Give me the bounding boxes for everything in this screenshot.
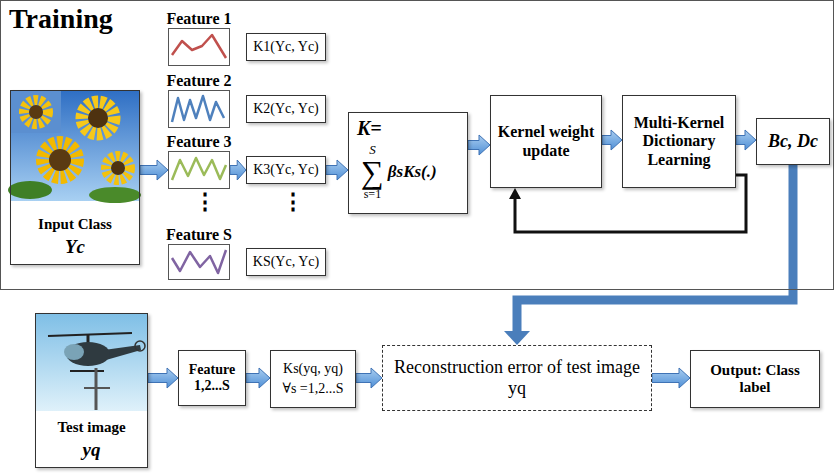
flow-arrow [468,135,490,155]
dictionary-arrow [504,165,793,345]
flow-arrow [736,130,756,150]
seed-head [29,105,43,119]
leaf [8,181,52,199]
feature-curve [172,250,226,273]
label-text: Feature S [166,226,232,244]
main-rotor [48,333,132,336]
flow-arrow [246,368,270,388]
tail-rotor [135,341,145,351]
arrow-head [504,331,530,345]
feature-curve [172,96,224,122]
label-text: Feature 1,2...S [184,362,240,394]
label-text: Feature 3 [166,133,231,151]
label-text: Training [9,3,113,35]
petals [43,143,77,177]
feature-curve [172,158,226,180]
label-text: K= [357,117,382,140]
label-text: Test image [57,419,125,436]
label-text: Multi-Kernel Dictionary Learning [628,114,730,169]
pole-bar [84,387,110,389]
sum-symbol: S∑s=1 [361,143,384,200]
connector-line [517,165,793,332]
leaf [89,187,141,203]
output-box: Output: Class label [690,350,820,408]
feature-box: Feature 2 [168,90,230,128]
ellipsis-mark: ⋮ [282,190,304,214]
seed-head [88,108,108,128]
flow-arrow [140,160,168,180]
sunflower-photo [8,91,141,203]
label-text: K3(Yc, Yc) [253,162,319,178]
flow-arrow [652,368,690,388]
label-text: Reconstruction error of test image yq [388,357,646,398]
label-text: s=1 [364,188,381,200]
process-box: Kernel weight update [490,95,602,188]
label-text: ∀s =1,2...S [282,381,343,397]
cockpit [64,344,84,360]
label-text: ∑ [361,156,384,188]
skid [70,370,104,372]
seed-head [49,149,71,171]
flow-arrow [326,160,348,180]
flow-arrow [602,130,622,150]
seed-head [111,161,125,175]
feature-box: Feature S [168,244,230,280]
feature-box: Feature 3 [168,151,230,189]
dashed-process-box: Reconstruction error of test image yq [382,345,652,411]
label-text: Bc, Dc [768,131,818,152]
flow-arrow [148,368,178,388]
label-text: βsKs(.) [388,162,437,182]
ellipsis-mark: ⋮ [194,190,216,214]
sum-formula: S∑s=1βsKs(.) [361,143,437,200]
label-text: yq [83,439,101,461]
label-text: Yc [65,236,85,258]
label-text: KS(Yc, Yc) [253,254,319,270]
label-text: K2(Yc, Yc) [253,101,319,117]
arrow-head [509,188,521,199]
label-text: Kernel weight update [496,123,596,160]
training-panel: TrainingInput ClassYc Feature 1 K1(Yc, Yc)… [0,0,834,290]
kernel-sum-box: K=S∑s=1βsKs(.) [348,112,468,214]
flow-arrow [230,160,246,180]
petals [106,156,130,180]
kernel-box: K3(Yc, Yc) [246,156,326,184]
dictionary-box: Bc, Dc [756,118,830,165]
test-image-box: Test image yq [35,313,148,468]
process-box: Multi-Kernel Dictionary Learning [622,95,736,188]
label-text: Feature 2 [166,72,231,90]
petals [82,102,114,134]
sky [36,314,147,411]
kernel-box: K2(Yc, Yc) [246,95,326,123]
kernel-box: KS(Yc, Yc) [246,248,326,276]
helicopter-photo [36,314,147,411]
feature-box: Feature 1 [168,28,230,66]
label-text: K1(Yc, Yc) [253,39,319,55]
label-text: S [369,143,376,156]
process-box: Feature 1,2...S [178,350,246,406]
label-text: Input Class [38,216,112,233]
label-text: Output: Class label [696,362,814,397]
petals [24,100,48,124]
photo-tile [11,91,61,133]
kernel-box: K1(Yc, Yc) [246,33,326,61]
kernel-box: Ks(yq, yq) ∀s =1,2...S [270,350,356,408]
label-text: Feature 1 [166,10,231,28]
flow-arrow [356,368,382,388]
input-class-box: Input ClassYc [10,90,140,265]
feature-curve [172,35,226,58]
label-text: Ks(yq, yq) [283,361,343,377]
